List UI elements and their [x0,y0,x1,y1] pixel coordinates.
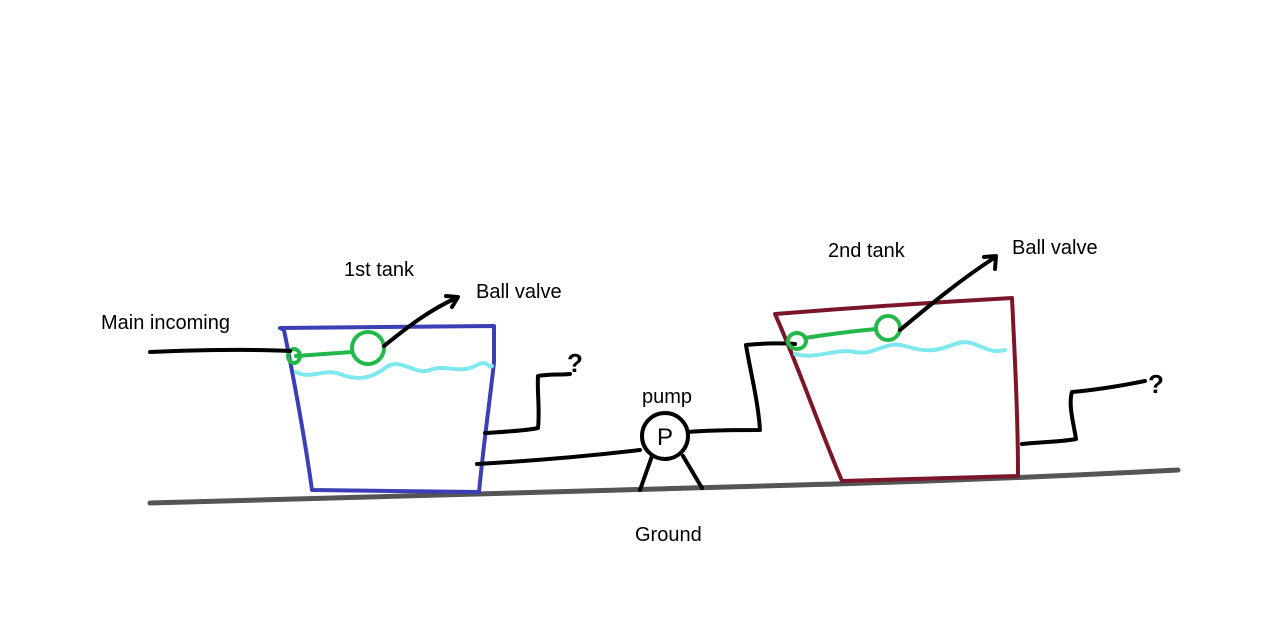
pump-leg-right [681,454,704,490]
tank-2-outlet-pipe [1020,379,1147,446]
tank-1-float-arm [294,350,354,358]
ball-valve-2-arrow-line [898,256,996,332]
first-tank-label: 1st tank [344,259,415,281]
tank-1-outlet-pipe [475,448,642,466]
pump-symbol: P [657,424,673,451]
tank-2-water-surface [793,340,1007,358]
pump-outlet-pipe [686,341,797,434]
tank-2-float-arm [803,327,878,340]
pump-leg-left [638,454,654,492]
tank-2-valve-inlet [786,331,808,351]
ball-valve-2-arrowhead [982,254,998,271]
tank-1-outline [278,324,496,494]
tank-2-outline [773,296,1020,483]
pump-label: pump [642,386,692,408]
main-incoming-pipe [148,347,292,354]
ball-valve-1-label: Ball valve [476,281,562,303]
tank-1-water-surface [294,361,494,380]
question-mark-1: ? [567,348,583,378]
question-mark-2: ? [1148,369,1164,399]
ground-label: Ground [635,524,702,546]
ball-valve-2-label: Ball valve [1012,237,1098,259]
tank-2-float-ball [874,314,902,342]
tank-1-overflow-pipe [483,372,572,435]
tank-1-float-ball [350,330,386,366]
pump-circle [640,411,690,461]
ground-line [147,467,1181,506]
ball-valve-1-arrowhead [444,294,460,309]
main-incoming-label: Main incoming [101,312,230,334]
second-tank-label: 2nd tank [828,240,906,262]
ball-valve-1-arrow-line [382,296,458,348]
